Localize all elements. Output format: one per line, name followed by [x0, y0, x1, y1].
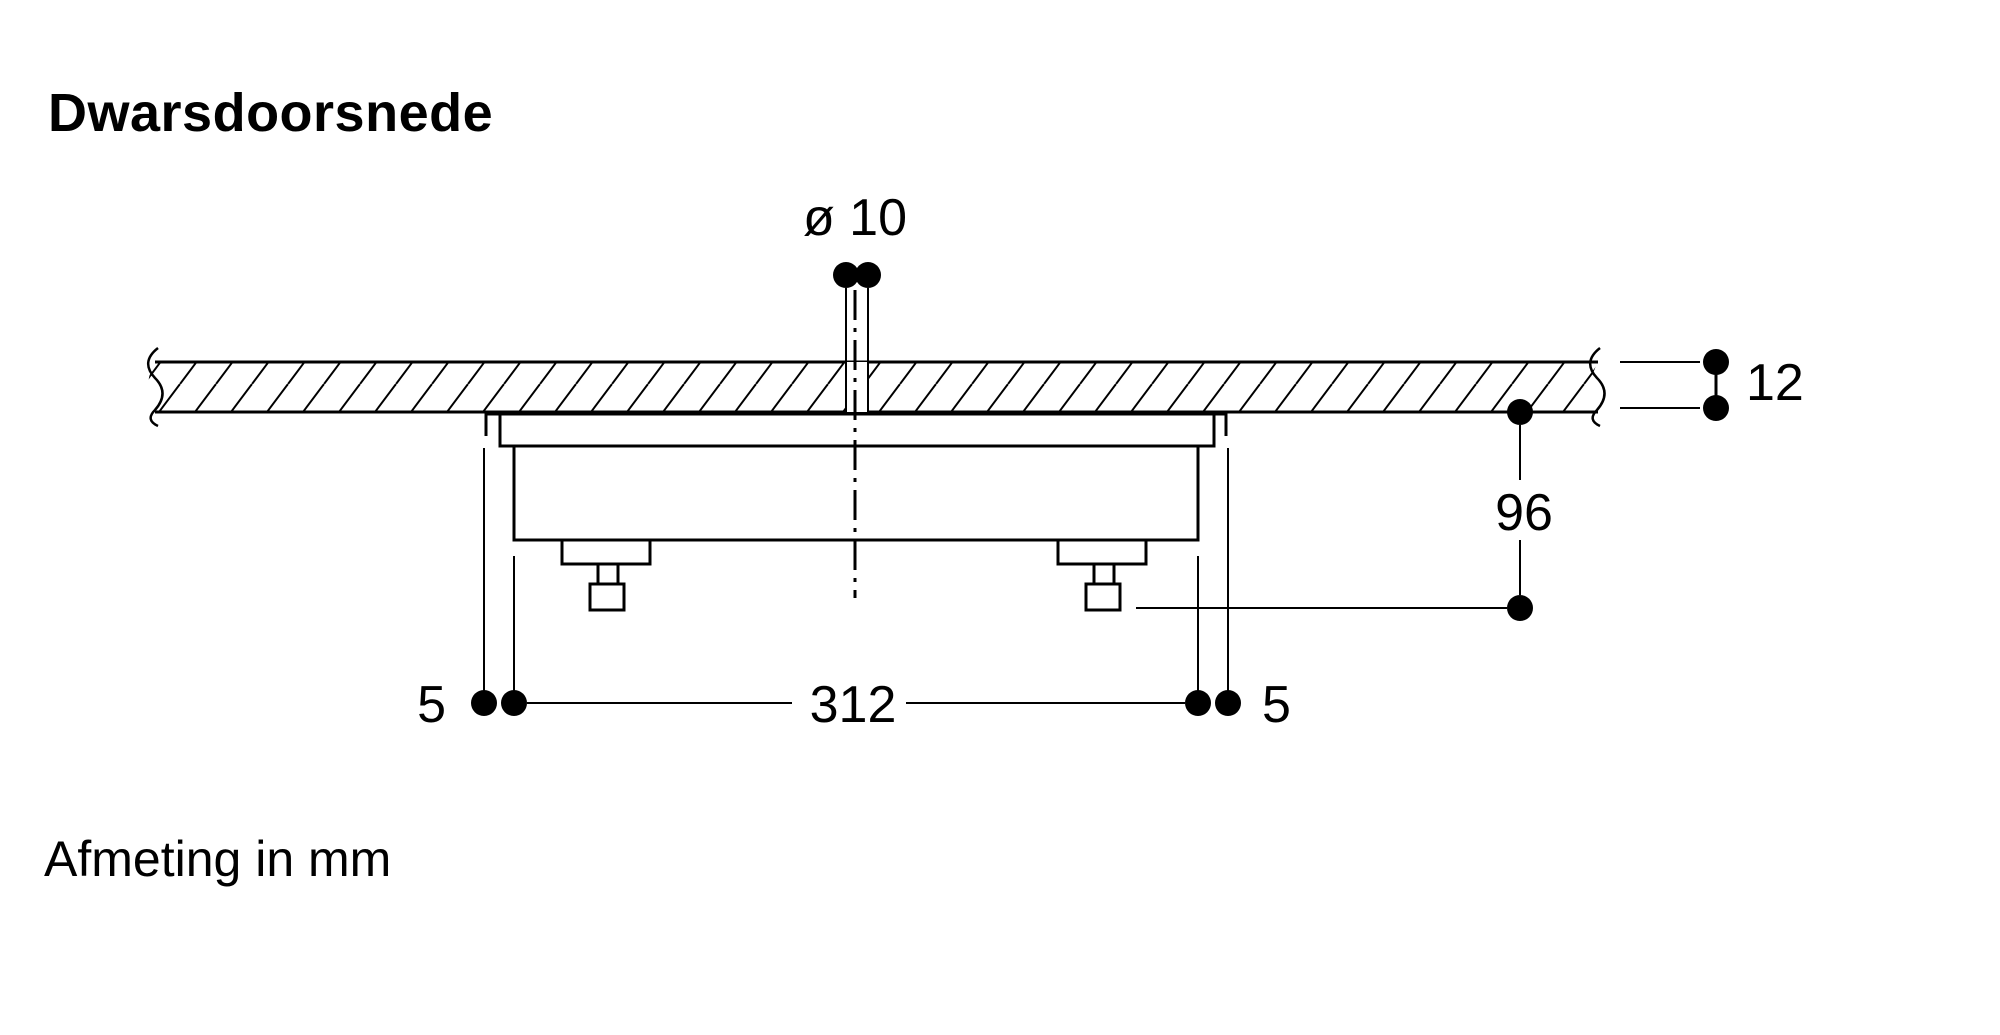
height-label: 96	[1495, 484, 1553, 542]
edge-right-label: 5	[1262, 676, 1291, 734]
edge-left-label: 5	[417, 676, 446, 734]
width-label: 312	[810, 676, 897, 734]
units-caption: Afmeting in mm	[44, 831, 392, 887]
mounting-hole	[845, 290, 869, 412]
thickness-dimension: 12	[1620, 349, 1804, 421]
height-dimension: 96	[1136, 399, 1553, 621]
page-title: Dwarsdoorsnede	[48, 83, 494, 143]
diameter-label: ø 10	[803, 189, 907, 247]
thickness-label: 12	[1746, 354, 1804, 412]
width-dimension: 312 5 5	[417, 448, 1291, 734]
worktop-section	[147, 347, 1606, 428]
diameter-dimension: ø 10	[803, 189, 907, 350]
